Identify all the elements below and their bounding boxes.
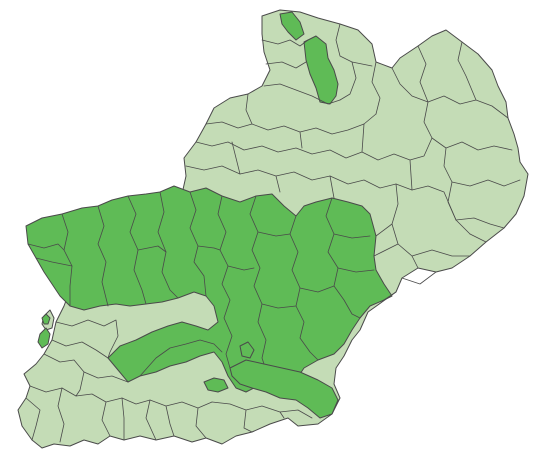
highlight-island-coast-1[interactable] [37, 327, 51, 349]
highlight-region-north-tip[interactable] [279, 11, 305, 41]
highlight-region-north-strip[interactable] [303, 35, 339, 105]
highlighted-territory [25, 11, 393, 419]
administrative-borders [25, 23, 521, 443]
highlight-region-south-east[interactable] [229, 359, 339, 419]
highlight-region-south-sliver[interactable] [239, 341, 255, 359]
highlight-region-south-small[interactable] [203, 377, 229, 393]
highlight-island-coast-2[interactable] [41, 313, 51, 325]
